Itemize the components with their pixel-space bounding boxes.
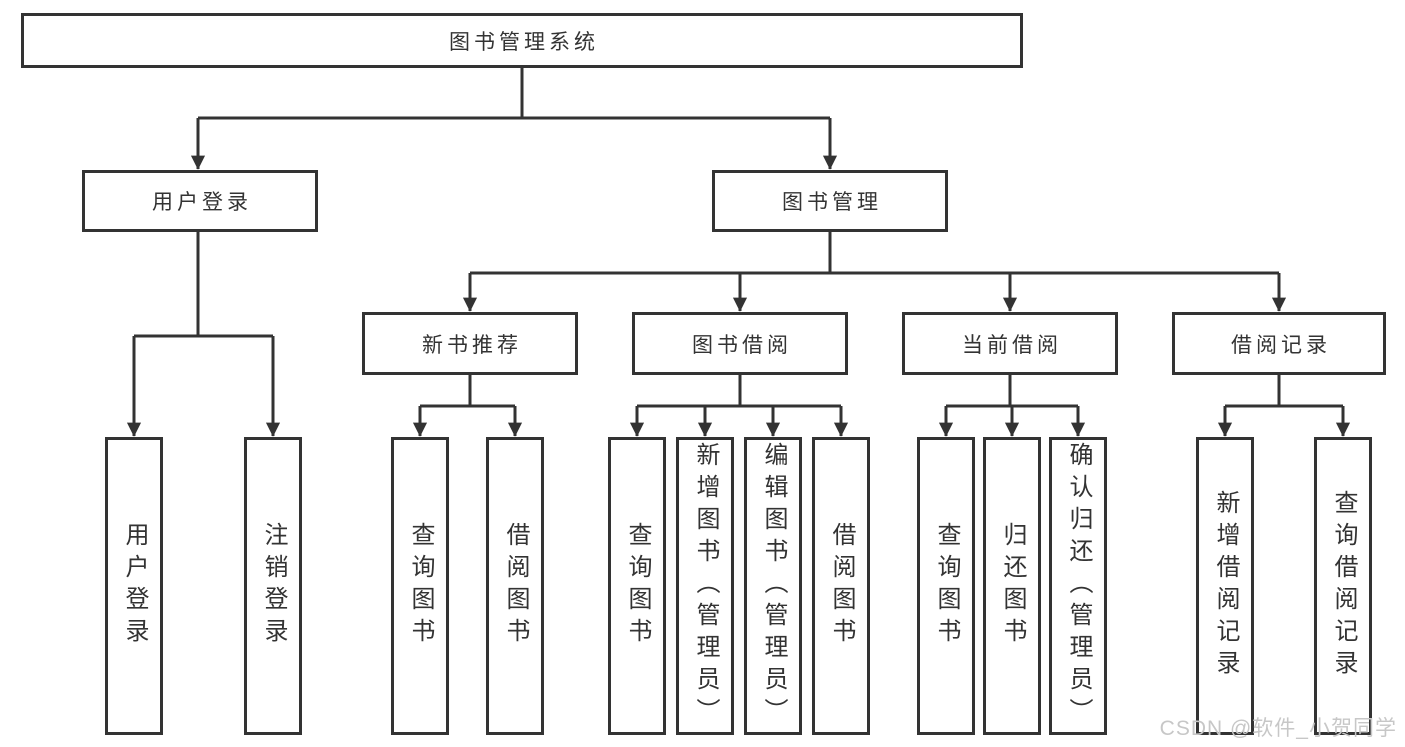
node-label: 图书借阅 xyxy=(692,333,792,357)
node-new-book-recommend: 新书推荐 xyxy=(362,312,578,375)
leaf-label: 借阅图书 xyxy=(502,522,529,650)
node-user-login: 用户登录 xyxy=(82,170,318,232)
node-label: 新书推荐 xyxy=(422,333,522,357)
leaf-label: 确认归还（管理员） xyxy=(1065,442,1092,730)
leaf-label: 注销登录 xyxy=(260,522,287,650)
connector-trunks xyxy=(134,68,1343,408)
node-label: 图书管理系统 xyxy=(449,30,599,54)
leaf-borrow-books-recommend: 借阅图书 xyxy=(486,437,544,735)
node-label: 用户登录 xyxy=(152,191,252,214)
node-label: 借阅记录 xyxy=(1231,333,1331,357)
leaf-label: 借阅图书 xyxy=(828,522,855,650)
leaf-user-login: 用户登录 xyxy=(105,437,163,735)
leaf-label: 查询图书 xyxy=(624,522,651,650)
node-library-system-root: 图书管理系统 xyxy=(21,13,1023,68)
leaf-label: 查询图书 xyxy=(407,522,434,650)
leaf-return-books: 归还图书 xyxy=(983,437,1041,735)
node-label: 当前借阅 xyxy=(962,333,1062,357)
leaf-edit-book-admin: 编辑图书（管理员） xyxy=(744,437,802,735)
node-book-borrow: 图书借阅 xyxy=(632,312,848,375)
leaf-label: 新增借阅记录 xyxy=(1212,490,1239,682)
leaf-logout: 注销登录 xyxy=(244,437,302,735)
leaf-query-borrow-record: 查询借阅记录 xyxy=(1314,437,1372,735)
leaf-confirm-return-admin: 确认归还（管理员） xyxy=(1049,437,1107,735)
leaf-query-books-current: 查询图书 xyxy=(917,437,975,735)
leaf-borrow-books: 借阅图书 xyxy=(812,437,870,735)
leaf-label: 编辑图书（管理员） xyxy=(760,442,787,730)
leaf-query-books-recommend: 查询图书 xyxy=(391,437,449,735)
leaf-label: 归还图书 xyxy=(999,522,1026,650)
node-borrow-records: 借阅记录 xyxy=(1172,312,1386,375)
leaf-label: 查询借阅记录 xyxy=(1330,490,1357,682)
watermark: CSDN @软件_小贺同学 xyxy=(1159,717,1397,740)
node-current-borrow: 当前借阅 xyxy=(902,312,1118,375)
leaf-label: 用户登录 xyxy=(121,522,148,650)
connector-arrows xyxy=(126,118,1351,437)
node-label: 图书管理 xyxy=(782,191,882,214)
leaf-query-books-borrow: 查询图书 xyxy=(608,437,666,735)
leaf-add-book-admin: 新增图书（管理员） xyxy=(676,437,734,735)
node-book-management: 图书管理 xyxy=(712,170,948,232)
leaf-label: 新增图书（管理员） xyxy=(692,442,719,730)
leaf-label: 查询图书 xyxy=(933,522,960,650)
leaf-add-borrow-record: 新增借阅记录 xyxy=(1196,437,1254,735)
